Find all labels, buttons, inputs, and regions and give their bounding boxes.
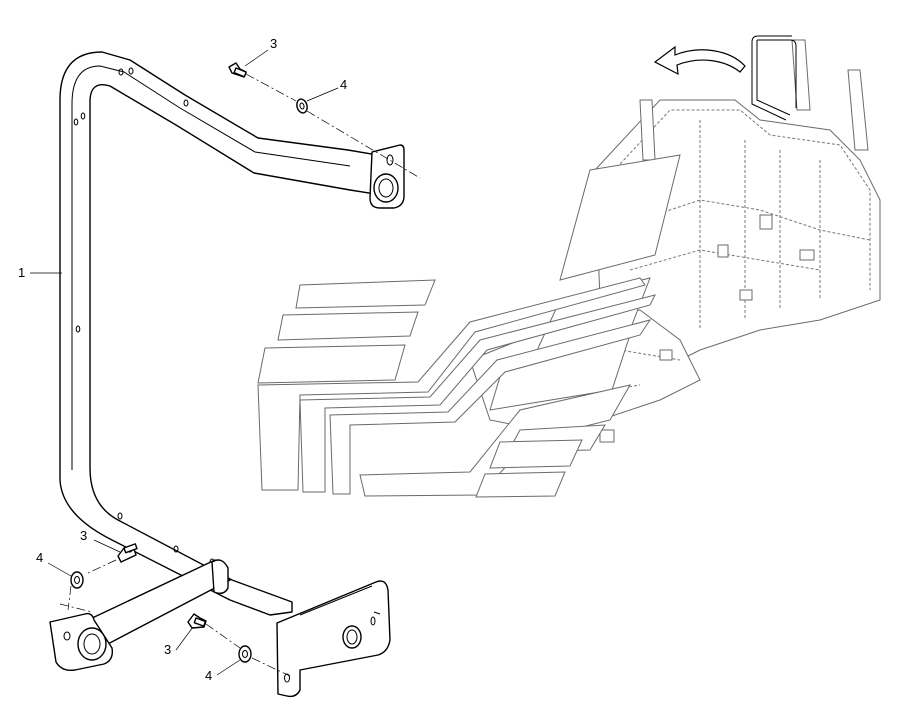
- callout-3-left: 3: [80, 528, 121, 553]
- lower-right-mount-bracket: [276, 580, 391, 698]
- callout-4-bottom: 4: [205, 659, 241, 683]
- callout-label-1: 1: [18, 265, 25, 280]
- washer-top: [296, 98, 308, 114]
- fender-panels-ghost: [489, 154, 681, 411]
- bolt-bottom: [187, 613, 207, 629]
- callout-label-3-bottom: 3: [164, 642, 171, 657]
- callout-label-4-bottom: 4: [205, 668, 212, 683]
- washer-bottom: [238, 645, 252, 663]
- washer-left: [70, 571, 84, 589]
- callout-label-3-left: 3: [80, 528, 87, 543]
- callout-4-left: 4: [36, 550, 72, 577]
- brand-watermark-logo: [257, 277, 656, 498]
- callout-label-3-top: 3: [270, 36, 277, 51]
- assembly-axis-lines: [59, 73, 421, 677]
- bolt-left: [117, 543, 138, 563]
- callout-3-bottom: 3: [164, 626, 194, 657]
- callout-1: 1: [18, 265, 62, 280]
- callout-3-top: 3: [244, 36, 277, 67]
- upper-mount-plate: [369, 144, 405, 209]
- callout-label-4-top: 4: [340, 77, 347, 92]
- lower-left-mount-plate: [49, 612, 114, 672]
- callout-label-4-left: 4: [36, 550, 43, 565]
- lower-cross-tube: [87, 559, 231, 647]
- bolt-top: [228, 62, 247, 78]
- curved-arrow-left-icon: [653, 45, 746, 76]
- callout-4-top: 4: [306, 77, 347, 102]
